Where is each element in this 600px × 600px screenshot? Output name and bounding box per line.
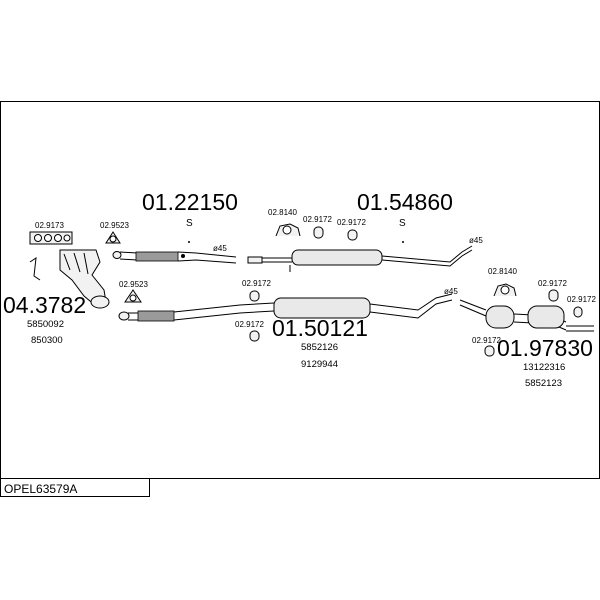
diagram-code: OPEL63579A bbox=[4, 482, 77, 496]
part-number-01-50121: 01.50121 bbox=[272, 315, 368, 341]
part-ref-04-3782-1: 5850092 bbox=[27, 319, 64, 330]
part-ref-04-3782-2: 850300 bbox=[31, 335, 63, 346]
fitting-label-02-9523-mid: 02.9523 bbox=[119, 280, 148, 289]
diameter-label-3: ø45 bbox=[444, 287, 458, 296]
catalytic-manifold-drawing bbox=[29, 249, 110, 309]
fitting-label-02-8140-right: 02.8140 bbox=[488, 267, 517, 276]
intermediate-pipe-drawing bbox=[118, 293, 453, 322]
manifold-gasket-drawing bbox=[29, 231, 73, 245]
leader-dot bbox=[188, 241, 190, 243]
fitting-label-02-9172-f: 02.9172 bbox=[567, 295, 596, 304]
rubber-ring-b-drawing bbox=[347, 229, 358, 241]
title-box bbox=[0, 478, 150, 497]
part-number-01-97830: 01.97830 bbox=[497, 335, 593, 361]
part-number-01-22150: 01.22150 bbox=[142, 189, 238, 215]
rubber-ring-e-drawing bbox=[548, 289, 559, 302]
fitting-label-02-9172-b: 02.9172 bbox=[337, 218, 366, 227]
rubber-hanger-top-drawing bbox=[275, 223, 301, 237]
flange-gasket-top-drawing bbox=[105, 231, 121, 244]
fitting-label-02-8140-top: 02.8140 bbox=[268, 208, 297, 217]
fitting-label-02-9172-e: 02.9172 bbox=[538, 279, 567, 288]
part-number-01-54860: 01.54860 bbox=[357, 189, 453, 215]
part-number-04-3782: 04.3782 bbox=[3, 292, 86, 318]
fitting-label-02-9172-c: 02.9172 bbox=[242, 279, 271, 288]
diameter-label-2: ø45 bbox=[469, 236, 483, 245]
leader-dot bbox=[402, 241, 404, 243]
flange-gasket-mid-drawing bbox=[124, 289, 142, 303]
fitting-label-02-9172-a: 02.9172 bbox=[303, 215, 332, 224]
rear-silencer-drawing bbox=[459, 299, 594, 332]
rubber-ring-f-drawing bbox=[573, 306, 583, 318]
fitting-label-02-9172-g: 02.9172 bbox=[472, 336, 501, 345]
part-ref-01-50121-1: 5852126 bbox=[301, 342, 338, 353]
front-pipe-drawing bbox=[112, 251, 237, 264]
rubber-ring-c-drawing bbox=[249, 290, 260, 302]
part-ref-01-97830-1: 13122316 bbox=[523, 362, 565, 373]
rubber-ring-d-drawing bbox=[249, 330, 260, 342]
part-ref-01-97830-2: 5852123 bbox=[525, 378, 562, 389]
rubber-ring-a-drawing bbox=[313, 226, 324, 239]
fitting-label-02-9172-d: 02.9172 bbox=[235, 320, 264, 329]
part-ref-01-50121-2: 9129944 bbox=[301, 359, 338, 370]
diameter-label-1: ø45 bbox=[213, 244, 227, 253]
rubber-ring-g-drawing bbox=[484, 345, 495, 357]
fitting-label-02-9173: 02.9173 bbox=[35, 221, 64, 230]
part-suffix-01-22150: S bbox=[186, 218, 193, 229]
rubber-hanger-right-drawing bbox=[493, 283, 517, 297]
fitting-label-02-9523-top: 02.9523 bbox=[100, 221, 129, 230]
part-suffix-01-54860: S bbox=[399, 218, 406, 229]
center-silencer-top-drawing bbox=[247, 245, 473, 272]
